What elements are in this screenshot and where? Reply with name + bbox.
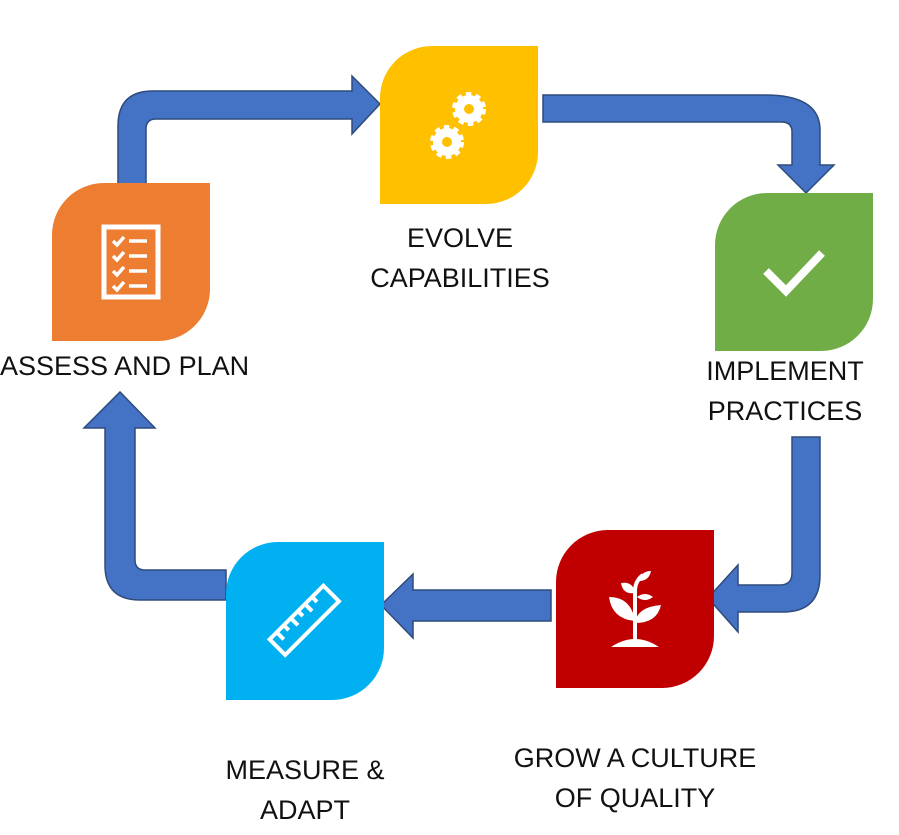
label-line: IMPLEMENT — [706, 356, 864, 386]
ruler-icon — [266, 582, 342, 658]
arrow-implement-to-grow — [706, 436, 821, 634]
label-line: OF QUALITY — [554, 783, 716, 813]
checkmark-icon — [763, 250, 825, 297]
label-line: ADAPT — [259, 795, 351, 825]
arrow-evolve-to-implement — [542, 94, 836, 195]
label-line: EVOLVE — [406, 223, 514, 253]
step-label-measure: MEASURE & ADAPT — [200, 750, 410, 830]
step-tile-implement — [715, 193, 873, 351]
arrow-measure-to-assess — [82, 390, 227, 601]
step-label-implement: IMPLEMENT PRACTICES — [680, 351, 890, 431]
checklist-icon — [101, 224, 161, 300]
arrow-assess-to-evolve — [117, 74, 382, 185]
label-line: GROW A CULTURE — [513, 743, 757, 773]
arrow-grow-to-measure — [379, 572, 552, 640]
step-label-grow: GROW A CULTURE OF QUALITY — [490, 738, 780, 818]
step-label-assess: ASSESS AND PLAN — [0, 346, 254, 386]
label-line: ASSESS AND PLAN — [0, 351, 250, 381]
gears-icon — [430, 92, 486, 159]
step-label-evolve: EVOLVE CAPABILITIES — [340, 218, 580, 298]
plant-icon — [609, 571, 661, 647]
step-tile-assess — [52, 183, 210, 341]
step-tile-measure — [226, 542, 384, 700]
step-tile-grow — [556, 530, 714, 688]
step-tile-evolve — [380, 46, 538, 204]
label-line: MEASURE & — [225, 755, 385, 785]
label-line: CAPABILITIES — [370, 263, 550, 293]
label-line: PRACTICES — [707, 396, 863, 426]
